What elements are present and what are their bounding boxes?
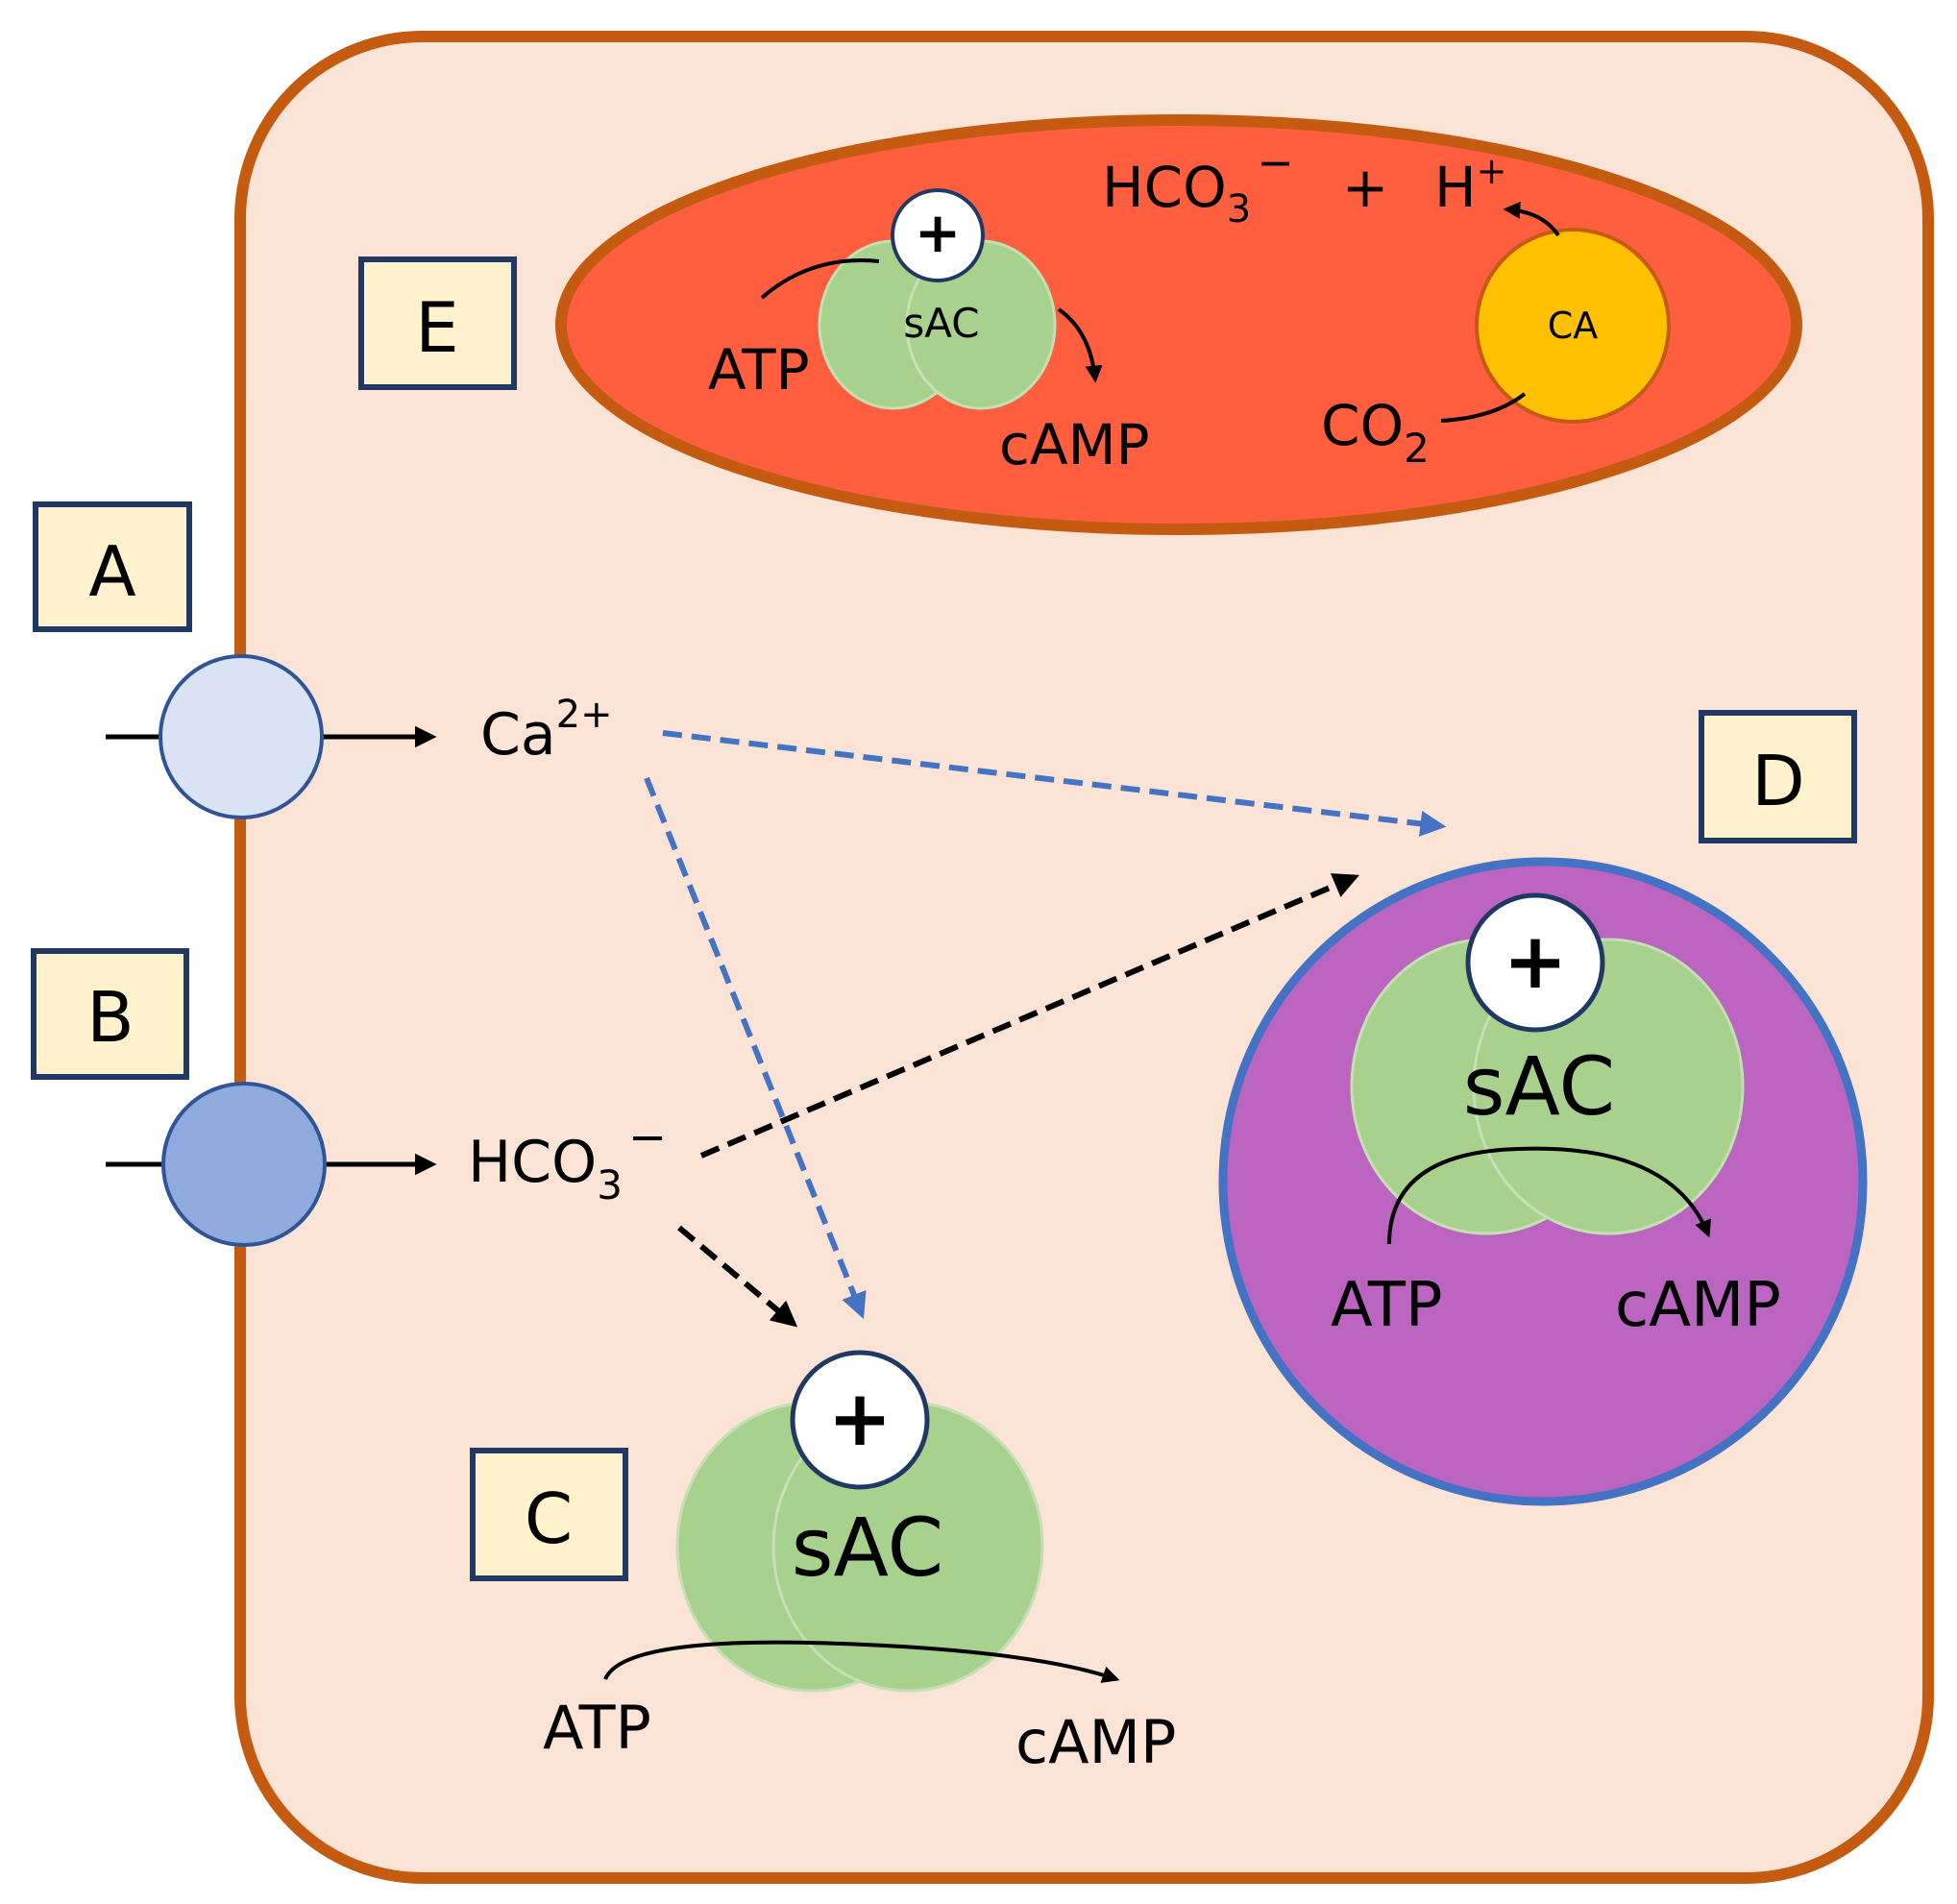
calcium-ion: Ca2+ [480,693,613,769]
svg-text:D: D [1751,741,1804,821]
carbonic-anhydrase: CA [1475,228,1671,424]
cytosolic-sac-label: sAC [792,1501,943,1595]
panel-label-e: E [358,256,517,390]
mito-activation-badge: + [891,188,985,282]
mitochondrion [555,114,1802,535]
cytosolic-plus-icon: + [827,1374,892,1463]
mito-co2: CO2 [1321,393,1430,472]
nuclear-atp-label: ATP [1331,1270,1443,1341]
panel-label-a: A [33,501,192,632]
mito-camp-arrow [1057,307,1103,383]
panel-label-b: B [31,948,189,1080]
mito-plus-sign: + [1342,155,1389,220]
bicarbonate-ion: HCO3− [468,1111,667,1208]
mito-bicarbonate: HCO3− [1102,136,1294,232]
cytosolic-atp-to-camp-arrow [603,1640,1120,1683]
bicarbonate-to-nucleus-arrow [699,873,1359,1159]
nuclear-activation-badge: + [1465,892,1605,1033]
nuclear-plus-icon: + [1503,916,1567,1006]
mito-atp-to-camp-arrow [760,258,880,300]
ca-to-proton-arrow [1503,201,1560,237]
cytosolic-camp-label: cAMP [1015,1707,1176,1777]
calcium-to-cytosolic-sac-arrow [644,776,867,1320]
nuclear-camp-label: cAMP [1615,1270,1781,1341]
calcium-channel [159,654,324,819]
mito-atp-label: ATP [708,337,810,403]
mito-sac-enzyme: sAC [818,239,1057,410]
cytosolic-activation-badge: + [790,1350,930,1490]
svg-text:B: B [86,977,134,1058]
mito-camp-label: cAMP [999,412,1150,477]
panel-label-d: D [1699,710,1857,843]
cytosolic-atp-label: ATP [543,1693,651,1763]
svg-text:E: E [415,287,459,368]
mito-sac-label: sAC [903,300,979,347]
ca-enzyme-label: CA [1548,305,1599,347]
svg-text:A: A [88,531,135,612]
svg-text:C: C [525,1478,573,1559]
nuclear-atp-to-camp-arrow [1387,1146,1711,1245]
nuclear-sac-label: sAC [1463,1039,1615,1134]
calcium-to-nucleus-arrow [662,730,1447,837]
bicarbonate-transporter [161,1082,327,1247]
panel-label-c: C [470,1448,628,1581]
mito-proton: H+ [1434,150,1506,220]
bicarbonate-to-cytosolic-sac-arrow [677,1225,798,1328]
mito-plus-icon: + [915,200,962,265]
co2-to-ca-arrow [1440,392,1527,423]
